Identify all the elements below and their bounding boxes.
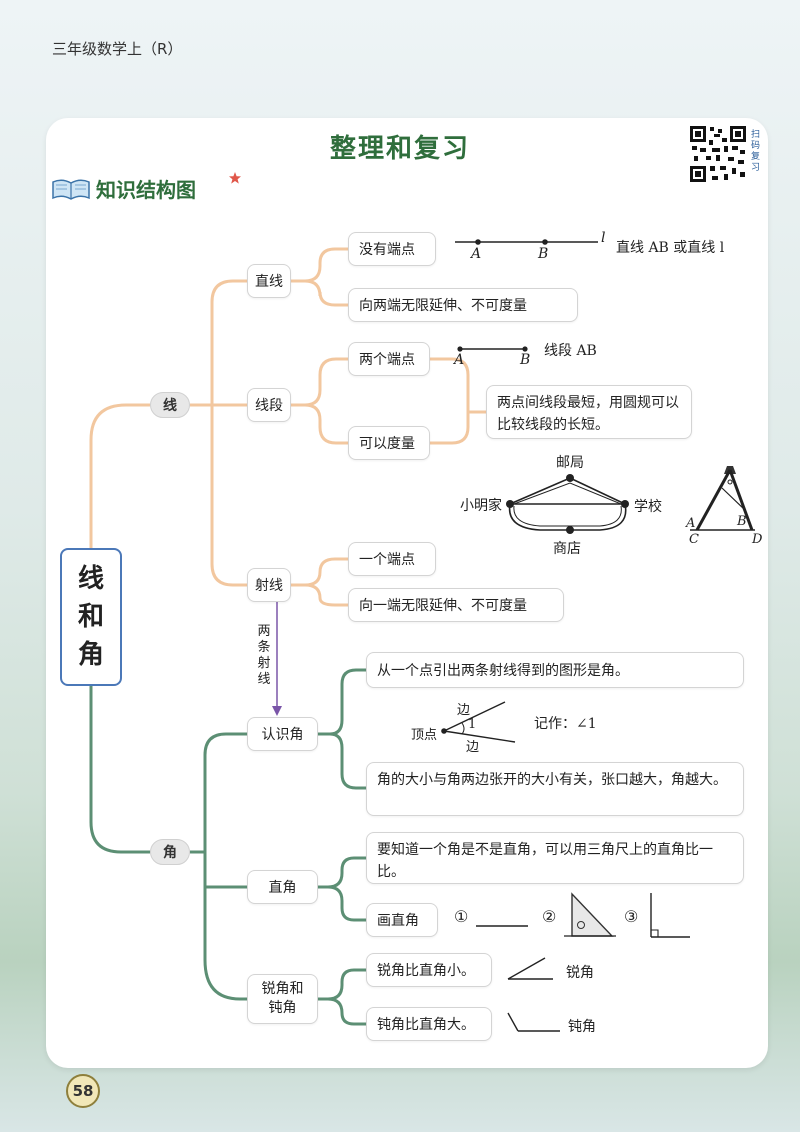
ray-description-box: 向一端无限延伸、不可度量 bbox=[348, 588, 564, 622]
right-angle-node: 直角 bbox=[247, 870, 318, 904]
obtuse-label: 钝角 bbox=[568, 1019, 596, 1035]
compass-point-d: D bbox=[752, 532, 763, 547]
obtuse-note-box: 钝角比直角大。 bbox=[366, 1007, 492, 1041]
page-title: 整理和复习 bbox=[329, 134, 470, 164]
one-endpoint-box: 一个端点 bbox=[348, 542, 436, 576]
line-branch-pill: 线 bbox=[150, 392, 190, 418]
route-store: 商店 bbox=[553, 541, 581, 557]
line-point-b: B bbox=[538, 246, 549, 262]
acute-obtuse-label-1: 锐角和 bbox=[261, 981, 304, 997]
acute-label: 锐角 bbox=[566, 965, 594, 981]
line-notation: 直线 AB 或直线 l bbox=[616, 240, 725, 256]
angle-number-label: 1 bbox=[468, 717, 477, 732]
measurable-box: 可以度量 bbox=[348, 426, 430, 460]
draw-step-1: ① bbox=[454, 907, 469, 926]
compass-point-c: C bbox=[689, 532, 699, 547]
page-number: 58 bbox=[66, 1074, 100, 1108]
angle-branch-pill: 角 bbox=[150, 839, 190, 865]
two-rays-label: 两条射线 bbox=[257, 624, 271, 687]
line-name-l: l bbox=[601, 230, 606, 246]
side-top-label: 边 bbox=[457, 703, 471, 718]
book-icon bbox=[52, 179, 90, 200]
vertex-label: 顶点 bbox=[411, 728, 438, 743]
section-title: 知识结构图 bbox=[96, 178, 196, 202]
know-angle-node: 认识角 bbox=[247, 717, 318, 751]
main-topic-node: 线 和 角 bbox=[60, 548, 122, 686]
segment-node: 线段 bbox=[247, 388, 291, 422]
main-topic-char-2: 和 bbox=[77, 602, 104, 632]
ray-node: 射线 bbox=[247, 568, 291, 602]
qr-label: 扫码复习 bbox=[751, 130, 761, 173]
no-endpoints-box: 没有端点 bbox=[348, 232, 436, 266]
acute-obtuse-node: 锐角和 钝角 bbox=[247, 974, 318, 1024]
line-point-a: A bbox=[471, 246, 482, 262]
book-title: 三年级数学上（R） bbox=[52, 40, 183, 58]
acute-obtuse-label-2: 钝角 bbox=[268, 1000, 297, 1016]
shortest-segment-note: 两点间线段最短，用圆规可以比较线段的长短。 bbox=[486, 385, 692, 439]
segment-point-a: A bbox=[454, 352, 465, 368]
qr-code-icon[interactable] bbox=[688, 124, 748, 184]
side-bottom-label: 边 bbox=[466, 740, 480, 755]
route-post-office: 邮局 bbox=[556, 455, 584, 471]
two-endpoints-box: 两个端点 bbox=[348, 342, 430, 376]
main-topic-char-3: 角 bbox=[77, 640, 104, 670]
draw-step-2: ② bbox=[542, 907, 557, 926]
draw-step-3: ③ bbox=[624, 907, 639, 926]
main-topic-char-1: 线 bbox=[77, 564, 104, 594]
segment-point-b: B bbox=[520, 352, 531, 368]
straight-line-description-box: 向两端无限延伸、不可度量 bbox=[348, 288, 578, 322]
angle-size-note: 角的大小与角两边张开的大小有关，张口越大，角越大。 bbox=[366, 762, 744, 816]
angle-definition-box: 从一个点引出两条射线得到的图形是角。 bbox=[366, 652, 744, 688]
segment-notation: 线段 AB bbox=[544, 343, 597, 359]
route-school: 学校 bbox=[634, 499, 662, 515]
compass-point-a: A bbox=[686, 516, 696, 531]
angle-notation: 记作：∠1 bbox=[534, 716, 597, 732]
star-icon bbox=[229, 172, 241, 184]
right-angle-check-note: 要知道一个角是不是直角，可以用三角尺上的直角比一比。 bbox=[366, 832, 744, 884]
draw-right-angle-box: 画直角 bbox=[366, 903, 438, 937]
straight-line-node: 直线 bbox=[247, 264, 291, 298]
acute-note-box: 锐角比直角小。 bbox=[366, 953, 492, 987]
route-home: 小明家 bbox=[460, 498, 502, 514]
compass-point-b: B bbox=[737, 514, 747, 529]
